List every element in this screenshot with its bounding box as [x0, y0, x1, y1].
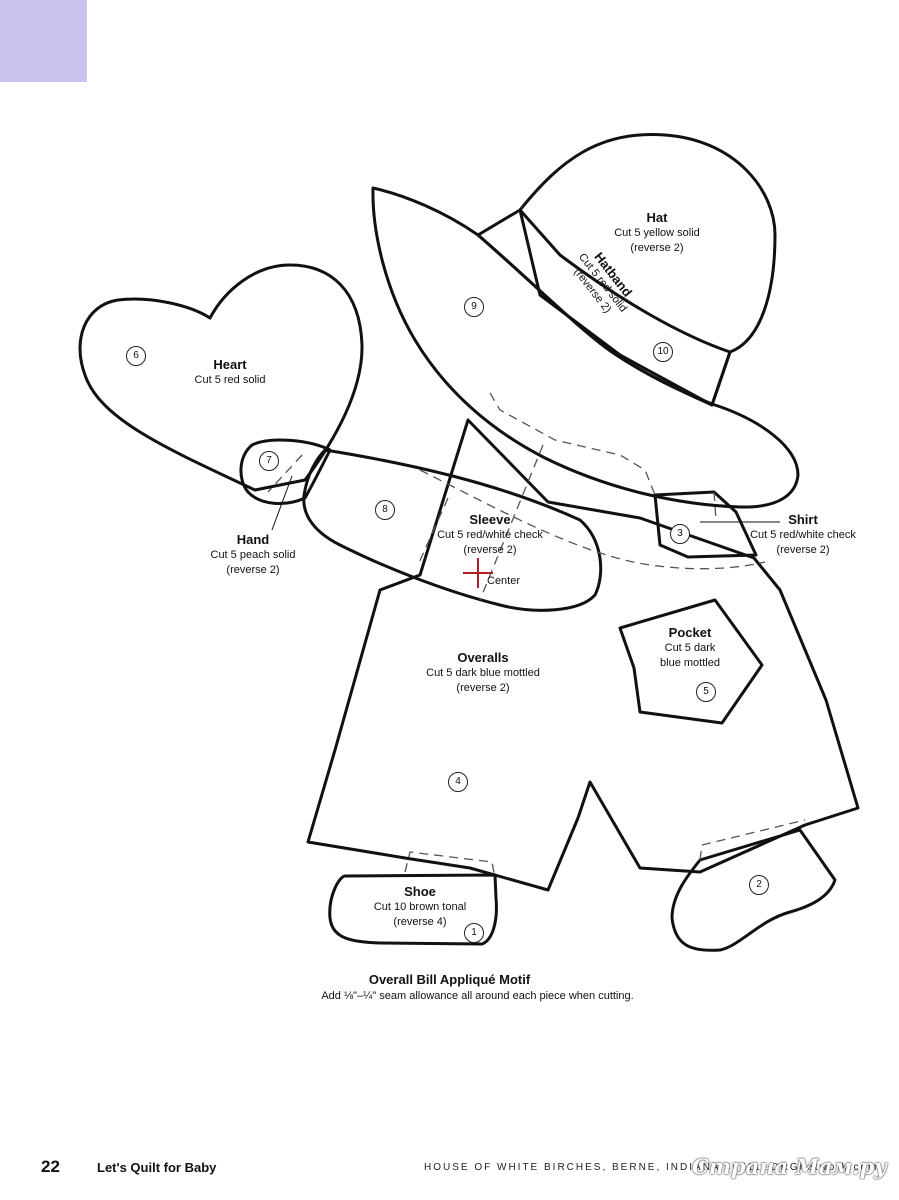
overalls-outline — [306, 418, 860, 892]
piece-number-4: 4 — [448, 772, 468, 792]
shoe-reverse: (reverse 4) — [393, 916, 447, 928]
overalls-label: Overalls Cut 5 dark blue mottled (revers… — [408, 650, 558, 696]
piece-number-7: 7 — [259, 451, 279, 471]
pocket-color: blue mottled — [660, 657, 720, 669]
sleeve-title: Sleeve — [469, 512, 511, 527]
center-cross-icon — [463, 558, 493, 588]
hat-label: Hat Cut 5 yellow solid (reverse 2) — [595, 210, 719, 256]
waist-dashed-line — [419, 469, 766, 570]
piece-number-6: 6 — [126, 346, 146, 366]
heart-outline — [78, 263, 364, 492]
piece-number-3: 3 — [670, 524, 690, 544]
bib-dashed-line — [489, 392, 656, 496]
right-shoe-outline — [670, 828, 837, 952]
sleeve-label: Sleeve Cut 5 red/white check (reverse 2) — [425, 512, 555, 558]
shoe-label: Shoe Cut 10 brown tonal (reverse 4) — [355, 884, 485, 930]
publisher-line: HOUSE OF WHITE BIRCHES, BERNE, INDIANA 4… — [424, 1162, 879, 1173]
shirt-dashed-line — [713, 491, 717, 521]
hand-outline — [239, 438, 332, 505]
center-label: Center — [487, 575, 521, 587]
right-shoe-dashed-line — [699, 819, 806, 861]
pocket-label: Pocket Cut 5 dark blue mottled — [645, 625, 735, 671]
hat-title: Hat — [646, 210, 668, 225]
shirt-title: Shirt — [788, 512, 818, 527]
seam-allowance-note: Add ⅛"–¼" seam allowance all around each… — [321, 990, 634, 1002]
shoe-title: Shoe — [404, 884, 436, 899]
piece-number-9: 9 — [464, 297, 484, 317]
hand-cut: Cut 5 peach solid — [210, 549, 296, 561]
color-swatch — [0, 0, 87, 82]
left-shoe-outline — [328, 873, 498, 946]
hand-pointer-line — [271, 475, 293, 531]
motif-title: Overall Bill Appliqué Motif — [368, 972, 531, 987]
heart-cut: Cut 5 red solid — [194, 374, 266, 386]
pocket-outline — [618, 598, 764, 725]
shirt-cut: Cut 5 red/white check — [750, 529, 856, 541]
hat-reverse: (reverse 2) — [630, 242, 684, 254]
piece-number-1: 1 — [464, 923, 484, 943]
sleeve-cut: Cut 5 red/white check — [437, 529, 543, 541]
sleeve-dashed-line — [417, 497, 449, 566]
piece-number-10: 10 — [653, 342, 673, 362]
piece-number-8: 8 — [375, 500, 395, 520]
hat-crown-outline — [518, 132, 777, 407]
sleeve-outline — [302, 448, 603, 612]
hand-reverse: (reverse 2) — [226, 564, 280, 576]
overalls-reverse: (reverse 2) — [456, 682, 510, 694]
shoe-cut: Cut 10 brown tonal — [373, 901, 467, 913]
overalls-title: Overalls — [457, 650, 509, 665]
hand-label: Hand Cut 5 peach solid (reverse 2) — [193, 532, 313, 578]
shirt-reverse: (reverse 2) — [776, 544, 830, 556]
hand-dashed-line — [267, 454, 303, 493]
hand-title: Hand — [236, 532, 270, 547]
sleeve-reverse: (reverse 2) — [463, 544, 517, 556]
overalls-cut: Cut 5 dark blue mottled — [426, 667, 540, 679]
strap-dashed-line — [479, 444, 544, 601]
shirt-label: Shirt Cut 5 red/white check (reverse 2) — [742, 512, 864, 558]
shirt-outline — [653, 490, 758, 559]
book-title: Let's Quilt for Baby — [97, 1160, 217, 1175]
pocket-title: Pocket — [668, 625, 712, 640]
heart-label: Heart Cut 5 red solid — [175, 357, 285, 388]
site-watermark: Страна Мам.ру — [692, 1154, 887, 1179]
page-number: 22 — [41, 1157, 60, 1176]
hat-brim-outline — [371, 186, 800, 509]
hat-cut: Cut 5 yellow solid — [614, 227, 700, 239]
heart-title: Heart — [213, 357, 247, 372]
piece-number-2: 2 — [749, 875, 769, 895]
pocket-cut: Cut 5 dark — [664, 642, 716, 654]
left-shoe-dashed-line — [404, 851, 496, 879]
piece-number-5: 5 — [696, 682, 716, 702]
